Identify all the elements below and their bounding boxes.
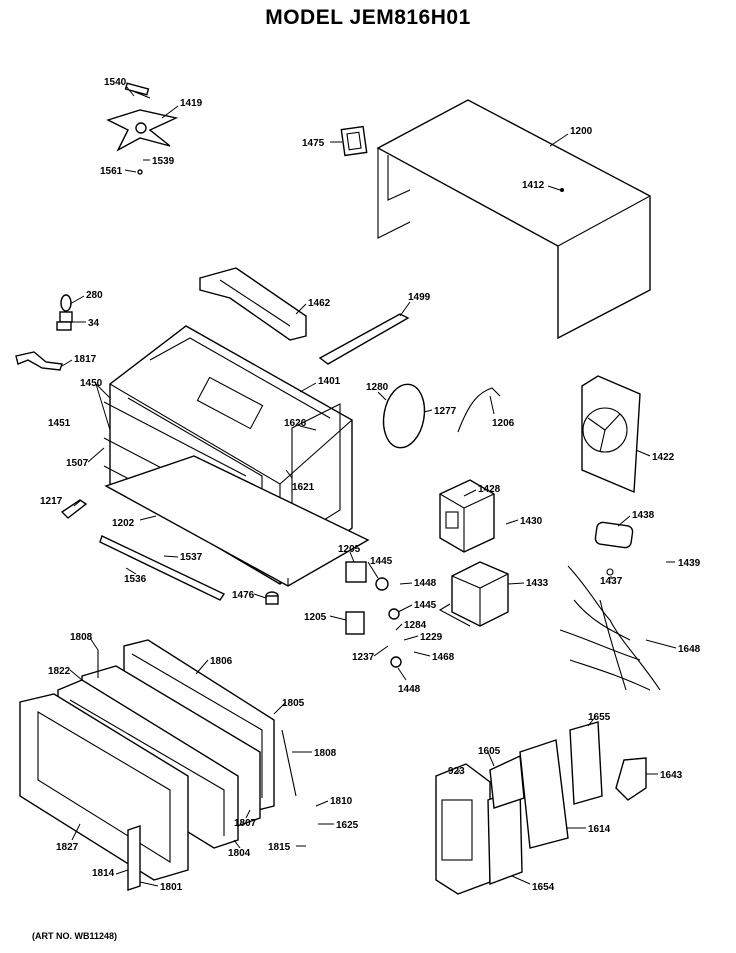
magnetron-part xyxy=(439,479,495,553)
plate-1277-part xyxy=(382,383,426,449)
callout-1827: 1827 xyxy=(56,842,79,853)
callout-1445-lower: 1445 xyxy=(414,600,437,611)
callout-labels: 1540 1419 1561 1539 1475 1200 1412 280 3… xyxy=(40,77,701,893)
callout-1202: 1202 xyxy=(112,518,135,529)
control-board-part xyxy=(519,739,569,849)
bracket-1475-part xyxy=(340,125,368,157)
door-strip-1808-part xyxy=(97,650,297,797)
capacitor-part xyxy=(594,521,634,576)
callout-1206: 1206 xyxy=(492,418,515,429)
callout-1807: 1807 xyxy=(234,818,257,829)
callout-1462: 1462 xyxy=(308,298,331,309)
callout-1540: 1540 xyxy=(104,77,127,88)
callout-1815: 1815 xyxy=(268,842,291,853)
callout-1537: 1537 xyxy=(180,552,203,563)
callout-1439: 1439 xyxy=(678,558,701,569)
strip-1536-part xyxy=(99,535,226,601)
spacer-1476-part xyxy=(265,591,279,605)
duct-1462-part xyxy=(199,267,307,341)
callout-1217: 1217 xyxy=(40,496,63,507)
callout-1536: 1536 xyxy=(124,574,147,585)
callout-1277: 1277 xyxy=(434,406,457,417)
callout-1237: 1237 xyxy=(352,652,375,663)
callout-1419: 1419 xyxy=(180,98,203,109)
callout-1451: 1451 xyxy=(48,418,71,429)
callout-1822: 1822 xyxy=(48,666,71,677)
callout-1626: 1626 xyxy=(284,418,307,429)
power-cord-part xyxy=(457,387,501,433)
callout-1805: 1805 xyxy=(282,698,305,709)
callout-1806: 1806 xyxy=(210,656,233,667)
callout-1561: 1561 xyxy=(100,166,123,177)
callout-1817: 1817 xyxy=(74,354,97,365)
callout-1205-upper: 1205 xyxy=(338,544,361,555)
diagram-title: MODEL JEM816H01 xyxy=(265,6,471,29)
callout-1438: 1438 xyxy=(632,510,655,521)
callout-1476: 1476 xyxy=(232,590,255,601)
leader-lines xyxy=(61,85,677,887)
fan-blade-assembly-part xyxy=(106,82,179,175)
callout-1808-lower: 1808 xyxy=(314,748,337,759)
callout-1808-upper: 1808 xyxy=(70,632,93,643)
interlock-switch-part xyxy=(345,561,402,668)
door-glass-part xyxy=(19,693,189,881)
board-1605-part xyxy=(489,754,525,809)
callout-1448-upper: 1448 xyxy=(414,578,437,589)
fan-motor-part xyxy=(581,375,641,494)
callout-1625: 1625 xyxy=(336,820,359,831)
callout-1229: 1229 xyxy=(420,632,443,643)
lamp-part xyxy=(56,294,73,331)
callout-1614: 1614 xyxy=(588,824,611,835)
door-handle-part xyxy=(127,825,141,891)
callout-1475: 1475 xyxy=(302,138,325,149)
callout-1605: 1605 xyxy=(478,746,501,757)
bottom-plate-part xyxy=(104,455,370,587)
callout-1801: 1801 xyxy=(160,882,183,893)
transformer-part xyxy=(438,561,509,627)
callout-1280: 1280 xyxy=(366,382,389,393)
callout-1430: 1430 xyxy=(520,516,543,527)
callout-1401: 1401 xyxy=(318,376,341,387)
callout-1200: 1200 xyxy=(570,126,593,137)
callout-1468: 1468 xyxy=(432,652,455,663)
outer-case-part xyxy=(376,99,651,340)
strip-1499-part xyxy=(318,313,410,365)
bracket-1217-part xyxy=(60,499,88,519)
callout-1814: 1814 xyxy=(92,868,115,879)
callout-1810: 1810 xyxy=(330,796,353,807)
callout-1507: 1507 xyxy=(66,458,89,469)
callout-1437: 1437 xyxy=(600,576,623,587)
callout-1445-upper: 1445 xyxy=(370,556,393,567)
board-1655-part xyxy=(569,721,603,805)
callout-1448-lower: 1448 xyxy=(398,684,421,695)
callout-1643: 1643 xyxy=(660,770,683,781)
callout-1428: 1428 xyxy=(478,484,501,495)
callout-1648: 1648 xyxy=(678,644,701,655)
callout-1412: 1412 xyxy=(522,180,545,191)
callout-1804: 1804 xyxy=(228,848,251,859)
callout-1499: 1499 xyxy=(408,292,431,303)
callout-1450: 1450 xyxy=(80,378,103,389)
bracket-1817-part xyxy=(15,351,63,371)
callout-1433: 1433 xyxy=(526,578,549,589)
callout-1539: 1539 xyxy=(152,156,175,167)
callout-1205-lower: 1205 xyxy=(304,612,327,623)
callout-1284: 1284 xyxy=(404,620,427,631)
callout-34: 34 xyxy=(88,318,100,329)
callout-1655: 1655 xyxy=(588,712,611,723)
callout-1654: 1654 xyxy=(532,882,555,893)
component-1643-part xyxy=(615,757,647,801)
control-panel-part xyxy=(435,763,491,895)
callout-923: 923 xyxy=(448,766,465,777)
wire-harness-part xyxy=(559,565,661,691)
callout-1621: 1621 xyxy=(292,482,315,493)
callout-280: 280 xyxy=(86,290,103,301)
callout-1422: 1422 xyxy=(652,452,675,463)
art-number: (ART NO. WB11248) xyxy=(32,931,118,941)
